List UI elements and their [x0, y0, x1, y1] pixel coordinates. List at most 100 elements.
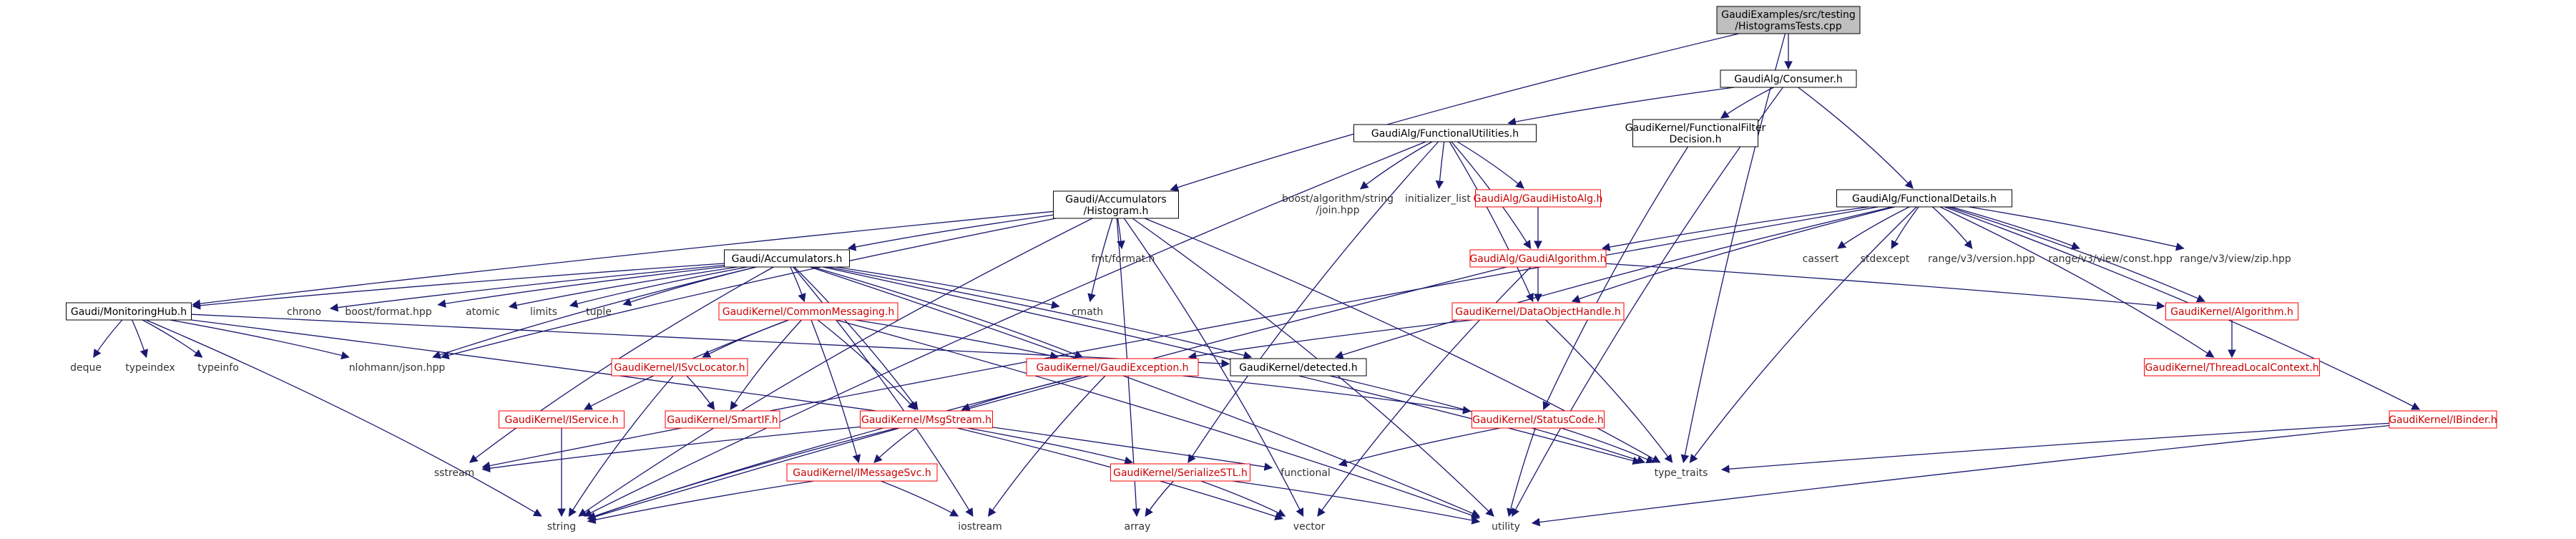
edge-accum-to-monhub — [192, 263, 725, 310]
node-gexc-box — [1026, 358, 1199, 377]
node-atomic-label: atomic — [466, 306, 500, 318]
node-dataobj[interactable]: GaudiKernel/DataObjectHandle.h — [1451, 302, 1625, 321]
node-histogram[interactable]: Gaudi/Accumulators/Histogram.h — [1053, 190, 1179, 219]
edge-accum-to-iostream — [793, 266, 974, 518]
node-funcdetails-box — [1836, 189, 2012, 208]
node-typetraits: type_traits — [1655, 467, 1708, 479]
edge-msgstream-to-serialize — [967, 427, 1133, 465]
node-iservice[interactable]: GaudiKernel/IService.h — [499, 410, 625, 429]
node-accum[interactable]: Gaudi/Accumulators.h — [724, 249, 850, 268]
node-root[interactable]: GaudiExamples/src/testing/HistogramsTest… — [1716, 6, 1861, 34]
edge-imsgsvc-to-string — [587, 480, 814, 524]
edge-consumer-to-funcfilter — [1720, 87, 1774, 119]
node-cassert: cassert — [1803, 253, 1839, 265]
node-cmath-label: cmath — [1072, 306, 1103, 318]
edge-funcutil-to-initlist — [1435, 141, 1445, 190]
node-initlist-label: initializer_list — [1405, 193, 1471, 205]
node-isvcloc[interactable]: GaudiKernel/ISvcLocator.h — [611, 358, 748, 377]
node-detected[interactable]: GaudiKernel/detected.h — [1230, 358, 1367, 377]
node-histoalg[interactable]: GaudiAlg/GaudiHistoAlg.h — [1474, 189, 1603, 208]
node-smartif-label: GaudiKernel/SmartIF.h — [667, 414, 778, 426]
edge-gexc-to-iostream — [987, 375, 1106, 517]
edge-accum-to-sstream — [469, 266, 774, 463]
node-monhub[interactable]: Gaudi/MonitoringHub.h — [66, 302, 192, 321]
edge-funcdetails-to-rangezip — [1969, 206, 2185, 251]
node-consumer[interactable]: GaudiAlg/Consumer.h — [1720, 69, 1857, 88]
node-funcfilter-box — [1632, 119, 1758, 147]
node-statuscode[interactable]: GaudiKernel/StatusCode.h — [1471, 410, 1605, 429]
edge-monhub-to-typeinfo — [142, 319, 203, 358]
node-deque: deque — [70, 362, 102, 374]
edge-accum-to-chrono — [329, 264, 725, 312]
node-ibinder-label: GaudiKernel/IBinder.h — [2389, 414, 2497, 426]
edge-msgstream-to-sstream — [481, 426, 861, 472]
node-iservice-box — [499, 410, 625, 429]
node-msgstream[interactable]: GaudiKernel/MsgStream.h — [860, 410, 993, 429]
node-nlohmann-label: nlohmann/json.hpp — [349, 362, 446, 374]
edge-dataobj-to-gexc — [1187, 319, 1473, 361]
node-isvcloc-box — [611, 358, 748, 377]
node-commmsg[interactable]: GaudiKernel/CommonMessaging.h — [718, 302, 898, 321]
node-funcutil-label: GaudiAlg/FunctionalUtilities.h — [1371, 128, 1519, 140]
node-consumer-label: GaudiAlg/Consumer.h — [1734, 74, 1843, 85]
node-cmath: cmath — [1072, 306, 1103, 318]
edge-histogram-to-accum — [847, 214, 1054, 251]
node-tuple-label: tuple — [586, 306, 612, 318]
node-msgstream-box — [860, 410, 993, 429]
node-accum-label: Gaudi/Accumulators.h — [732, 253, 843, 265]
node-gexc[interactable]: GaudiKernel/GaudiException.h — [1026, 358, 1199, 377]
node-histogram-label: /Histogram.h — [1084, 205, 1149, 217]
node-gaudialg[interactable]: GaudiAlg/GaudiAlgorithm.h — [1469, 249, 1607, 268]
node-kalgorithm[interactable]: GaudiKernel/Algorithm.h — [2165, 302, 2298, 321]
edge-monhub-to-functional — [191, 319, 1273, 471]
edge-funcdetails-to-rangever — [1931, 206, 1973, 249]
node-threadlocal[interactable]: GaudiKernel/ThreadLocalContext.h — [2144, 358, 2320, 377]
node-rangever: range/v3/version.hpp — [1928, 253, 2035, 265]
edge-ibinder-to-utility — [1531, 424, 2390, 527]
edge-statuscode-to-utility — [1507, 427, 1536, 518]
edge-accum-to-boostfmt — [437, 266, 725, 308]
node-typeindex-label: typeindex — [125, 362, 175, 374]
node-threadlocal-box — [2144, 358, 2320, 377]
node-kalgorithm-box — [2165, 302, 2298, 321]
edge-histogram-to-monhub — [192, 210, 1054, 308]
node-cassert-label: cassert — [1803, 253, 1839, 265]
node-gexc-label: GaudiKernel/GaudiException.h — [1036, 362, 1188, 374]
node-string-label: string — [547, 521, 576, 533]
node-limits-label: limits — [530, 306, 557, 318]
edge-ibinder-to-typetraits — [1720, 422, 2390, 474]
edge-funcdetails-to-typetraits — [1689, 206, 1917, 463]
node-fmt: fmt/format.h — [1092, 253, 1155, 265]
node-stdexcept-label: stdexcept — [1861, 253, 1910, 265]
node-threadlocal-label: GaudiKernel/ThreadLocalContext.h — [2145, 362, 2318, 374]
node-smartif[interactable]: GaudiKernel/SmartIF.h — [665, 410, 780, 429]
node-ibinder[interactable]: GaudiKernel/IBinder.h — [2389, 410, 2497, 429]
edge-funcdetails-to-kalgorithm — [1947, 206, 2205, 303]
edge-accum-to-nlohmann — [432, 266, 757, 359]
node-detected-label: GaudiKernel/detected.h — [1239, 362, 1357, 374]
node-imsgsvc-label: GaudiKernel/IMessageSvc.h — [793, 467, 931, 479]
node-funcdetails[interactable]: GaudiAlg/FunctionalDetails.h — [1836, 189, 2012, 208]
edge-funcdetails-to-threadlocal — [1939, 206, 2215, 358]
edge-funcdetails-to-dataobj — [1571, 206, 1896, 304]
edge-commmsg-to-utility — [836, 319, 1481, 520]
node-dataobj-box — [1451, 302, 1625, 321]
edge-isvcloc-to-smartif — [686, 375, 715, 410]
node-accum-box — [724, 249, 850, 268]
edge-gexc-to-statuscode — [1182, 375, 1471, 414]
node-functional-label: functional — [1280, 467, 1331, 479]
edge-funcutil-to-serialize — [1187, 141, 1439, 463]
edge-funcdetails-to-gaudialg — [1601, 206, 1869, 251]
edge-gaudialg-to-vector — [1317, 266, 1532, 517]
node-chrono: chrono — [287, 306, 321, 318]
edge-serialize-to-vector — [1200, 480, 1286, 517]
node-funcutil[interactable]: GaudiAlg/FunctionalUtilities.h — [1353, 124, 1537, 142]
node-serialize[interactable]: GaudiKernel/SerializeSTL.h — [1110, 463, 1250, 482]
node-deque-label: deque — [70, 362, 102, 374]
node-imsgsvc[interactable]: GaudiKernel/IMessageSvc.h — [786, 463, 938, 482]
node-serialize-box — [1110, 463, 1250, 482]
node-funcdetails-label: GaudiAlg/FunctionalDetails.h — [1852, 193, 1997, 205]
node-gaudialg-box — [1469, 249, 1607, 268]
edge-funcutil-to-string — [583, 141, 1426, 517]
